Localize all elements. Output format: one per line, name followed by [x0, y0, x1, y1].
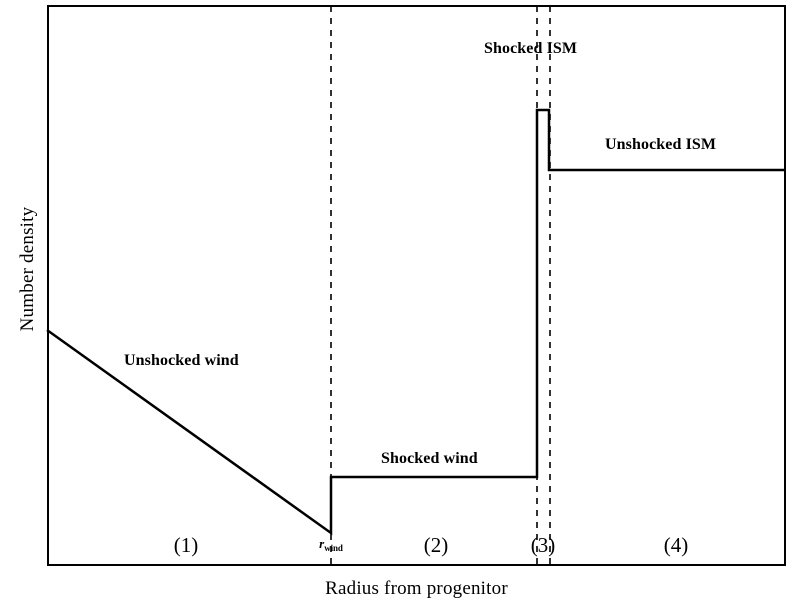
plot-frame [47, 5, 786, 566]
annotation-unshocked-wind: Unshocked wind [124, 352, 239, 369]
x-axis-title: Radius from progenitor [325, 578, 508, 599]
annotation-unshocked-ism: Unshocked ISM [605, 136, 717, 153]
region-label-4: (4) [663, 533, 689, 557]
r-wind-tick-label: rwind [319, 536, 343, 553]
annotation-shocked-wind: Shocked wind [381, 450, 478, 467]
region-label-2: (2) [423, 533, 449, 557]
region-label-1: (1) [173, 533, 199, 557]
r-wind-subscript: wind [324, 543, 343, 554]
y-axis-title: Number density [17, 206, 38, 332]
region-label-3: (3) [530, 533, 556, 557]
r-wind-symbol: r [319, 536, 325, 551]
annotation-shocked-ism: Shocked ISM [484, 40, 578, 57]
